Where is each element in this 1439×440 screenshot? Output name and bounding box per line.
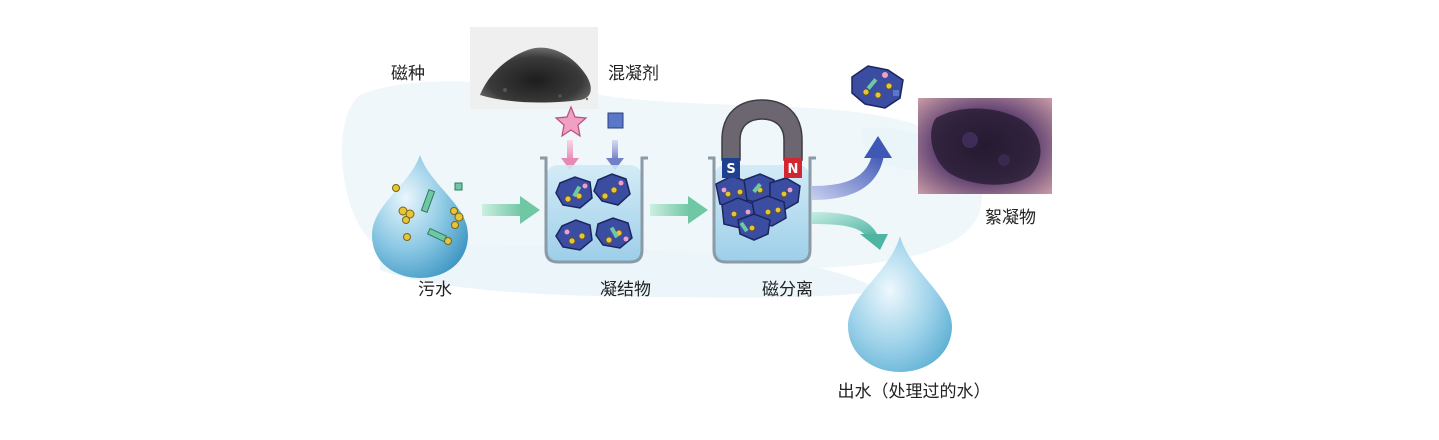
effluent-label: 出水（处理过的水） — [837, 382, 991, 402]
pink-down-arrow — [561, 140, 579, 170]
arrow-icon — [812, 136, 892, 200]
beaker-icon — [708, 156, 816, 264]
floc-cluster-icon — [851, 65, 904, 109]
arrow-icon — [650, 196, 708, 224]
pole-s-label: S — [726, 162, 735, 177]
magnetic-separation-label: 磁分离 — [762, 280, 813, 300]
micrograph-photo — [918, 98, 1052, 194]
watercolor-background — [341, 81, 982, 298]
arrow-icon — [482, 196, 540, 224]
arrow-icon — [812, 212, 888, 250]
blue-down-arrow — [606, 140, 624, 170]
coagulant-label: 混凝剂 — [608, 64, 659, 84]
flocculant-label: 絮凝物 — [985, 208, 1036, 228]
flocs-label: 凝结物 — [600, 280, 651, 300]
beaker-icon — [540, 156, 648, 264]
powder-photo — [470, 27, 598, 109]
water-drop-icon — [372, 155, 468, 278]
magnetic-seed-label: 磁种 — [391, 64, 425, 84]
square-icon — [607, 112, 624, 129]
floc-cluster-icon — [555, 173, 633, 251]
horseshoe-magnet-icon: S N — [721, 99, 803, 178]
pole-n-label: N — [788, 162, 799, 177]
sewage-label: 污水 — [418, 280, 452, 300]
water-drop-icon — [848, 236, 952, 372]
star-icon — [554, 105, 588, 138]
